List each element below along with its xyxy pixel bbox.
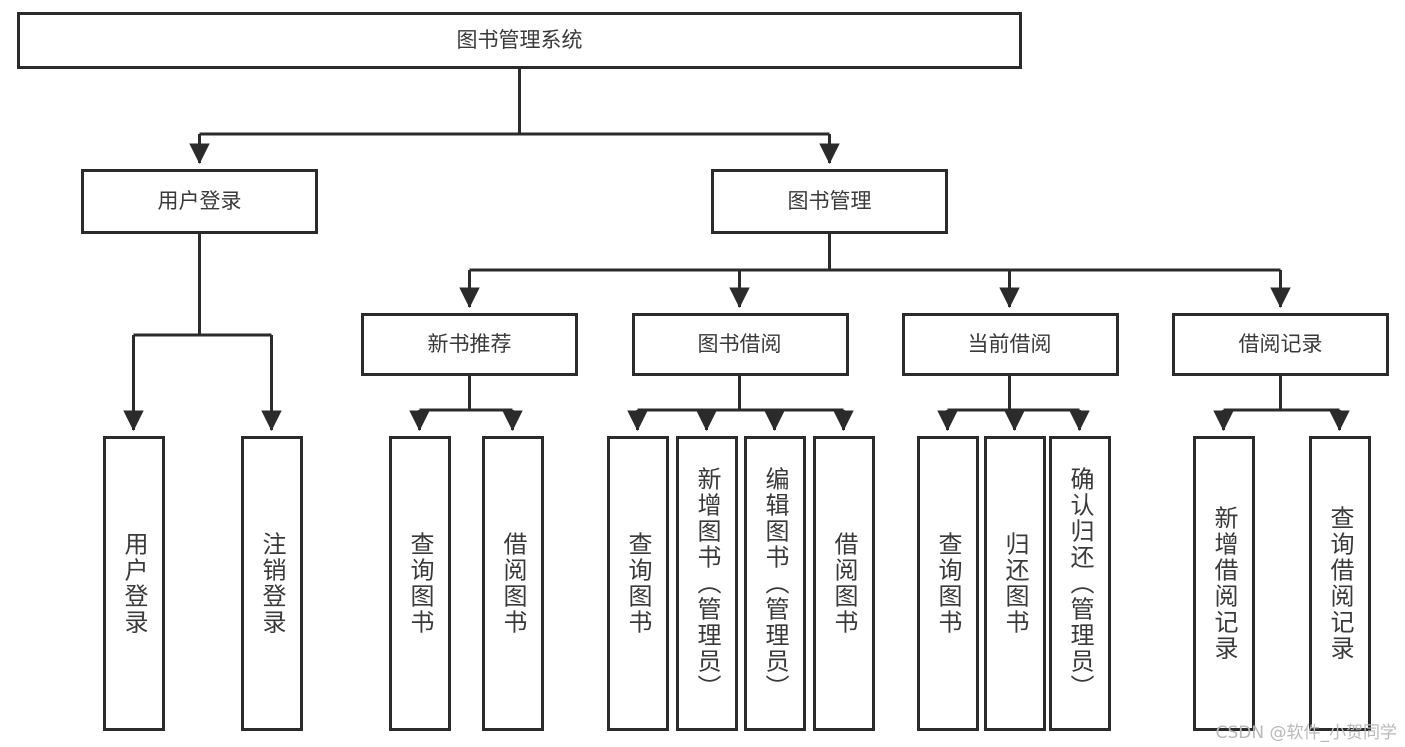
node-leaf-return-book-box[interactable] [984, 436, 1046, 731]
node-leaf-query-book-3-label: 查询图书 [934, 532, 962, 636]
node-leaf-query-book-3[interactable]: 查询图书 [917, 436, 979, 731]
connector-layer [123, 68, 1350, 431]
node-leaf-logout-box[interactable] [241, 436, 303, 731]
node-leaf-logout[interactable]: 注销登录 [241, 436, 303, 731]
node-new-book-recommend[interactable]: 新书推荐 [361, 313, 578, 376]
node-leaf-query-record-label: 查询借阅记录 [1326, 506, 1354, 662]
node-leaf-edit-book[interactable]: 编辑图书（管理员） [744, 436, 806, 731]
node-leaf-logout-label: 注销登录 [258, 532, 286, 636]
node-leaf-edit-book-label: 编辑图书（管理员） [761, 467, 789, 701]
node-current-borrow-box[interactable] [902, 313, 1119, 376]
node-leaf-user-login-label: 用户登录 [120, 532, 148, 636]
node-leaf-add-book-label: 新增图书（管理员） [693, 467, 721, 701]
node-leaf-borrow-book-2-box[interactable] [813, 436, 875, 731]
node-leaf-add-record-box[interactable] [1193, 436, 1255, 731]
node-leaf-confirm-return-label: 确认归还（管理员） [1066, 467, 1094, 701]
node-leaf-query-record-box[interactable] [1309, 436, 1371, 731]
node-user-login-box[interactable] [81, 169, 318, 234]
node-book-borrow[interactable]: 图书借阅 [632, 313, 849, 376]
node-leaf-edit-book-box[interactable] [744, 436, 806, 731]
node-root-box[interactable] [17, 12, 1022, 69]
node-book-manage[interactable]: 图书管理 [711, 169, 948, 234]
node-leaf-borrow-book-1[interactable]: 借阅图书 [482, 436, 544, 731]
node-book-manage-label: 图书管理 [788, 189, 872, 213]
node-book-borrow-box[interactable] [632, 313, 849, 376]
node-leaf-query-record[interactable]: 查询借阅记录 [1309, 436, 1371, 731]
node-leaf-confirm-return-box[interactable] [1049, 436, 1111, 731]
node-leaf-add-book[interactable]: 新增图书（管理员） [676, 436, 738, 731]
node-leaf-add-book-box[interactable] [676, 436, 738, 731]
node-leaf-query-book-1[interactable]: 查询图书 [389, 436, 451, 731]
node-leaf-add-record-label: 新增借阅记录 [1210, 506, 1238, 662]
node-leaf-query-book-1-label: 查询图书 [406, 532, 434, 636]
node-borrow-record-box[interactable] [1172, 313, 1389, 376]
node-leaf-return-book[interactable]: 归还图书 [984, 436, 1046, 731]
node-current-borrow-label: 当前借阅 [968, 332, 1052, 356]
node-user-login-label: 用户登录 [158, 189, 242, 213]
node-leaf-query-book-2-label: 查询图书 [624, 532, 652, 636]
node-leaf-borrow-book-2-label: 借阅图书 [830, 532, 858, 636]
node-leaf-query-book-1-box[interactable] [389, 436, 451, 731]
node-leaf-add-record[interactable]: 新增借阅记录 [1193, 436, 1255, 731]
node-book-manage-box[interactable] [711, 169, 948, 234]
node-current-borrow[interactable]: 当前借阅 [902, 313, 1119, 376]
node-user-login[interactable]: 用户登录 [81, 169, 318, 234]
node-leaf-query-book-2[interactable]: 查询图书 [607, 436, 669, 731]
node-book-borrow-label: 图书借阅 [698, 332, 782, 356]
node-leaf-query-book-3-box[interactable] [917, 436, 979, 731]
node-leaf-confirm-return[interactable]: 确认归还（管理员） [1049, 436, 1111, 731]
node-leaf-return-book-label: 归还图书 [1001, 532, 1029, 636]
node-borrow-record[interactable]: 借阅记录 [1172, 313, 1389, 376]
node-borrow-record-label: 借阅记录 [1239, 332, 1323, 356]
node-new-book-recommend-label: 新书推荐 [428, 332, 512, 356]
node-leaf-borrow-book-1-box[interactable] [482, 436, 544, 731]
node-leaf-user-login[interactable]: 用户登录 [103, 436, 165, 731]
node-new-book-recommend-box[interactable] [361, 313, 578, 376]
node-leaf-borrow-book-2[interactable]: 借阅图书 [813, 436, 875, 731]
node-root[interactable]: 图书管理系统 [17, 12, 1022, 69]
node-root-label: 图书管理系统 [457, 28, 583, 52]
node-leaf-user-login-box[interactable] [103, 436, 165, 731]
node-leaf-query-book-2-box[interactable] [607, 436, 669, 731]
node-leaf-borrow-book-1-label: 借阅图书 [499, 532, 527, 636]
